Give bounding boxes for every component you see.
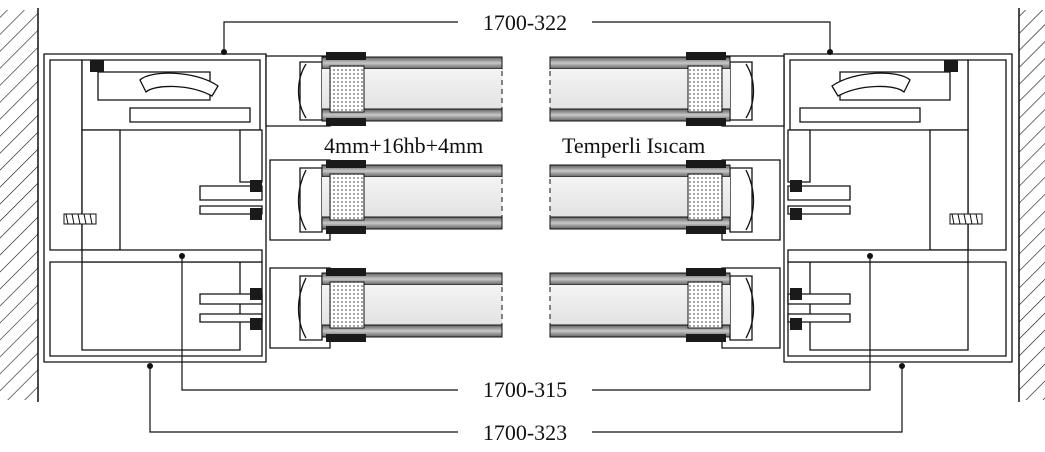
left-frame-profile <box>43 53 267 363</box>
label-middle: 1700-315 <box>483 377 567 402</box>
left-wall <box>0 8 39 402</box>
leader-bottom <box>149 366 903 433</box>
right-glass-units <box>549 52 731 342</box>
leader-middle <box>181 256 871 391</box>
glass-thickness-label: 4mm+16hb+4mm <box>324 133 483 158</box>
right-screw-icon <box>949 213 983 225</box>
label-top: 1700-322 <box>483 10 567 35</box>
leader-top-right-dot <box>827 49 833 55</box>
leader-bottom-left-dot <box>147 363 153 369</box>
right-frame-profile <box>783 53 1013 363</box>
label-bottom: 1700-323 <box>483 420 567 445</box>
glass-type-label: Temperli Isıcam <box>562 133 705 158</box>
left-sash-profiles <box>265 55 331 349</box>
left-screw-icon <box>63 213 97 225</box>
right-gaskets <box>790 60 958 330</box>
right-sash-profiles <box>721 55 785 349</box>
leader-top-left-dot <box>221 49 227 55</box>
leader-middle-left-dot <box>179 253 185 259</box>
leader-top <box>223 21 831 52</box>
left-glass-units <box>321 52 503 342</box>
leader-bottom-right-dot <box>899 363 905 369</box>
right-wall <box>1018 8 1045 402</box>
leader-middle-right-dot <box>867 253 873 259</box>
left-gaskets <box>90 60 262 330</box>
